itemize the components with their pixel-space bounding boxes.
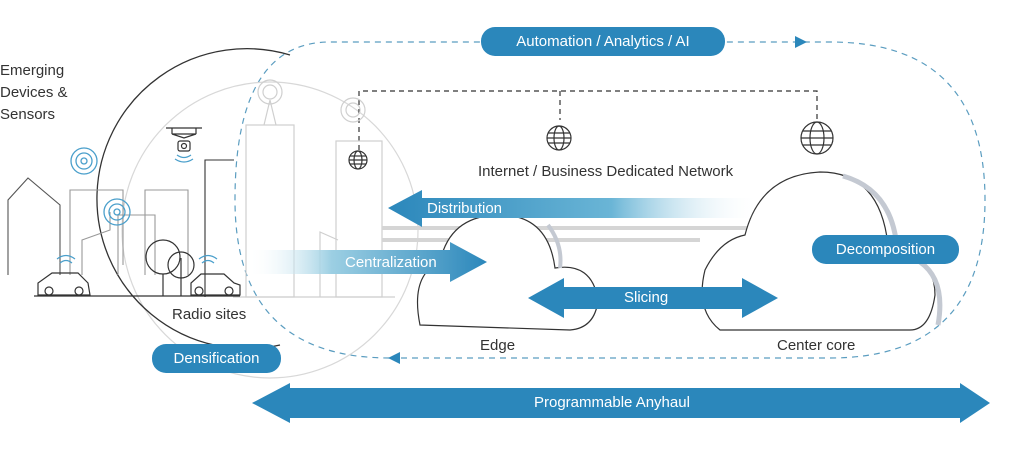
network-link-dashed <box>358 90 818 150</box>
car-icon <box>37 272 241 296</box>
tree-icon <box>145 239 195 296</box>
decomposition-pill[interactable]: Decomposition <box>812 235 959 264</box>
loop-arrowhead-top <box>795 36 807 48</box>
centralization-arrow[interactable] <box>248 242 487 282</box>
devices-label: Emerging Devices & Sensors <box>0 60 68 126</box>
devices-label-line1: Emerging <box>0 62 65 79</box>
slicing-arrow[interactable] <box>528 278 778 318</box>
densification-pill[interactable]: Densification <box>152 344 281 373</box>
automation-loop-dashed <box>234 41 986 359</box>
devices-label-line2: Devices & <box>0 84 68 101</box>
devices-label-line3: Sensors <box>0 106 56 123</box>
coverage-circle-light <box>121 81 419 379</box>
distribution-arrow[interactable] <box>388 190 760 227</box>
center-core-label: Center core <box>777 337 856 354</box>
edge-label: Edge <box>480 337 516 354</box>
slicing-label: Slicing <box>624 289 669 306</box>
wifi-icon <box>56 154 218 264</box>
network-label: Internet / Business Dedicated Network <box>478 163 734 180</box>
anyhaul-arrow[interactable] <box>252 383 990 423</box>
city-buildings <box>7 159 234 297</box>
drone-icon <box>166 127 202 152</box>
automation-pill[interactable]: Automation / Analytics / AI <box>481 27 725 56</box>
loop-arrowhead-bottom <box>388 352 400 364</box>
buildings-light <box>233 79 395 298</box>
anyhaul-label: Programmable Anyhaul <box>534 394 690 411</box>
coverage-circle-dark <box>96 48 291 350</box>
globe-icon <box>348 121 834 170</box>
radio-sites-label: Radio sites <box>172 306 247 323</box>
transport-bands <box>382 226 750 254</box>
distribution-label: Distribution <box>427 200 503 217</box>
centralization-label: Centralization <box>345 254 437 271</box>
radio-signal-icon <box>70 147 131 226</box>
